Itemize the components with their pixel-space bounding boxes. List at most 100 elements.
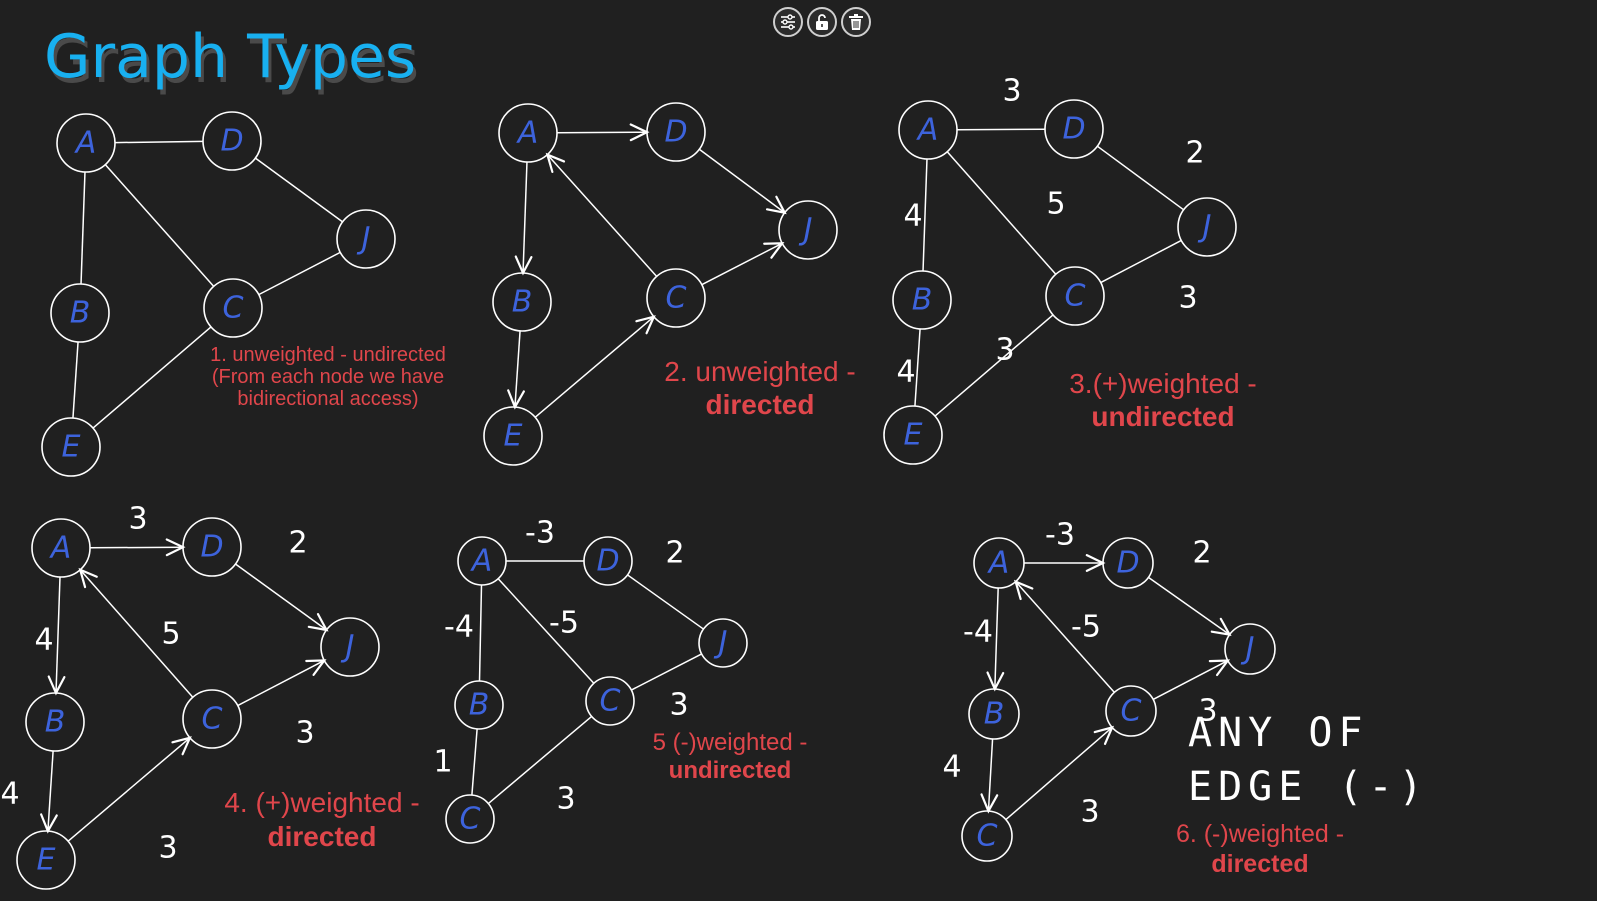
g3-weight-0: 3 [1002,74,1021,109]
settings-button[interactable] [773,7,803,37]
g1-edge-A-D [114,140,204,144]
g2-arrowhead-2 [545,152,566,173]
g2-arrowhead-6 [635,315,656,335]
delete-button[interactable] [841,7,871,37]
g5-weight-4: 3 [669,688,688,723]
g2-arrowhead-5 [507,389,525,410]
g6-edge-C-J [1152,659,1229,701]
page-title: Graph Types [44,22,417,92]
g6-edge-B-C2 [987,738,994,812]
g4-node-C [182,689,242,749]
g1-node-D [202,111,262,171]
g4-caption-line-0: 4. (+)weighted - [224,787,419,818]
g6-arrowhead-1 [986,671,1005,692]
g2-edge-A-B [522,161,528,274]
g2-arrowhead-1 [514,255,533,276]
g1-node-B [50,283,110,343]
g3-node-label-A: A [916,113,939,148]
g5-edge-D-J [627,574,704,630]
g2-edge-E-C [534,316,655,418]
g1-node-label-A: A [74,126,97,161]
g6-edge-C2-C [1005,726,1113,821]
g1-node-label-D: D [220,124,243,159]
g5-caption-line-0: 5 (-)weighted - [653,729,808,756]
g3-weight-3: 2 [1185,136,1204,171]
g6-weight-3: 2 [1192,536,1211,571]
g3-edge-B-E [914,328,921,407]
g2-arrowhead-3 [765,195,787,215]
g3-edge-E-C [934,314,1054,417]
g3-node-B [892,270,952,330]
g2-node-label-A: A [516,116,539,151]
g6-weight-4: 3 [1198,694,1217,729]
g6-weight-5: 4 [942,750,961,785]
g4-node-label-B: B [45,705,66,740]
g5-node-D [583,536,633,586]
g6-arrowhead-2 [1013,579,1034,601]
g3-node-label-J: J [1198,210,1212,245]
g5-weight-0: -3 [525,516,555,551]
g6-node-B [968,688,1020,740]
g3-node-C [1045,266,1105,326]
g5-node-A [457,536,507,586]
g4-edge-B-E [47,750,54,832]
g2-node-label-B: B [512,285,533,320]
g2-caption-line-1: directed [706,389,815,420]
g1-node-E [41,417,101,477]
g6-arrowhead-6 [1093,725,1115,746]
g2-node-label-D: D [664,115,687,150]
g3-caption-line-1: undirected [1091,401,1234,432]
g4-weight-5: 4 [0,777,19,812]
sliders-icon [781,14,795,30]
g5-node-label-C2: C [460,802,481,837]
g5-edge-A-B [478,584,483,682]
unlock-button[interactable] [807,7,837,37]
g6-edge-A-B [994,587,999,690]
g5-node-C [585,676,635,726]
g1-caption-line-0: 1. unweighted - undirected [210,344,446,366]
g2-arrowhead-0 [629,123,650,142]
g6-node-C2 [961,810,1013,862]
g4-node-E [16,830,76,890]
g2-arrowhead-4 [763,242,785,259]
g5-node-label-A: A [470,544,493,579]
g1-node-label-B: B [70,296,91,331]
g2-node-label-C: C [666,281,687,316]
g5-caption-line-1: undirected [669,757,792,784]
g3-edge-A-D [956,128,1046,131]
g4-weight-0: 3 [128,502,147,537]
g4-arrowhead-0 [165,538,186,557]
g1-edge-E-C [92,326,212,429]
g2-edge-D-J [698,148,786,214]
g6-arrowhead-4 [1208,659,1231,677]
g2-node-A [498,103,558,163]
g4-caption-line-1: directed [268,821,377,852]
g6-weight-6: 3 [1080,795,1099,830]
g4-arrowhead-2 [78,567,98,589]
g5-node-C2 [445,794,495,844]
g2-node-label-E: E [504,419,523,454]
g5-node-J [698,618,748,668]
g3-node-E [883,405,943,465]
g1-node-label-C: C [223,291,244,326]
g1-node-A [56,113,116,173]
g1-edge-A-C [104,164,215,287]
g6-node-label-D: D [1116,546,1139,581]
g2-node-C [646,268,706,328]
g4-weight-4: 3 [295,716,314,751]
g1-edge-A-B [80,171,86,285]
g2-node-label-J: J [799,213,813,248]
g4-node-label-A: A [49,531,72,566]
g5-weight-6: 3 [556,782,575,817]
g6-caption-line-0: 6. (-)weighted - [1176,820,1344,848]
g6-arrowhead-3 [1210,617,1232,637]
g3-weight-1: 4 [903,199,922,234]
g5-node-B [454,680,504,730]
g5-weight-1: -4 [444,610,474,645]
g6-node-label-A: A [987,546,1010,581]
g4-weight-3: 2 [288,526,307,561]
g4-node-label-J: J [341,630,355,665]
g4-arrowhead-3 [307,613,329,632]
g1-node-C [203,278,263,338]
